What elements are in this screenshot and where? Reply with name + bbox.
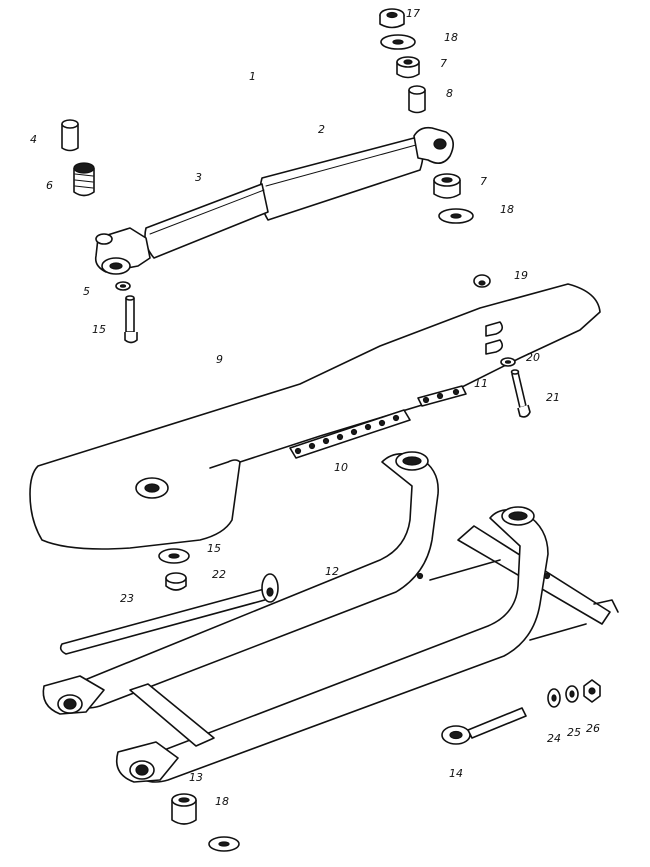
callout-22: 22 — [212, 568, 226, 581]
washer-25 — [565, 685, 579, 703]
bolt-15-top — [124, 295, 138, 344]
washer-18-top — [380, 34, 416, 50]
rubber-bush-7-top — [396, 56, 420, 79]
callout-6: 6 — [46, 179, 53, 192]
chain-link-11 — [417, 385, 467, 407]
washer-20 — [500, 357, 516, 367]
callout-12: 12 — [325, 565, 339, 578]
washer-24 — [547, 688, 561, 708]
callout-24: 24 — [547, 732, 561, 745]
callout-18-mid: 18 — [500, 203, 514, 216]
shock-nut-17 — [379, 8, 405, 29]
callout-1: 1 — [249, 70, 256, 83]
swing-arm-12 — [42, 451, 619, 783]
spindle-23 — [59, 573, 279, 655]
callout-9: 9 — [216, 353, 223, 366]
callout-13: 13 — [189, 771, 203, 784]
callout-18-bottom: 18 — [215, 795, 229, 808]
washer-5 — [115, 281, 131, 291]
callout-17: 17 — [406, 7, 420, 20]
bush-22 — [165, 572, 187, 591]
callout-23: 23 — [120, 592, 134, 605]
spacer-sleeve-8 — [408, 85, 426, 114]
bolt-21 — [510, 369, 531, 418]
callout-3: 3 — [195, 171, 202, 184]
bush-13 — [171, 793, 197, 825]
callout-25: 25 — [567, 726, 581, 739]
callout-10: 10 — [334, 461, 348, 474]
callout-26: 26 — [586, 722, 600, 735]
callout-18-top: 18 — [444, 31, 458, 44]
callout-15-top: 15 — [92, 323, 106, 336]
callout-14: 14 — [449, 767, 463, 780]
callout-11: 11 — [474, 377, 488, 390]
nut-26 — [583, 679, 601, 703]
grommet-19 — [473, 274, 491, 288]
washer-15-mid — [158, 548, 190, 564]
callout-19: 19 — [514, 269, 528, 282]
callout-21: 21 — [546, 391, 560, 404]
callout-2: 2 — [318, 123, 325, 136]
sleeve-4 — [61, 119, 79, 152]
shock-absorber-2-3 — [94, 126, 454, 275]
callout-7-top: 7 — [440, 57, 447, 70]
threaded-bush-6 — [73, 162, 95, 197]
chain-guard-9 — [29, 283, 601, 550]
callout-20: 20 — [526, 351, 540, 364]
chain-adjuster-14 — [441, 707, 527, 745]
rubber-bush-7-mid — [433, 173, 461, 199]
callout-15-mid: 15 — [207, 542, 221, 555]
drive-chain-10 — [289, 409, 411, 459]
callout-8: 8 — [446, 87, 453, 100]
callout-4: 4 — [30, 133, 37, 146]
washer-18-bottom — [208, 836, 240, 852]
callout-5: 5 — [83, 285, 90, 298]
callout-7-mid: 7 — [480, 175, 487, 188]
washer-18-mid — [438, 208, 474, 224]
